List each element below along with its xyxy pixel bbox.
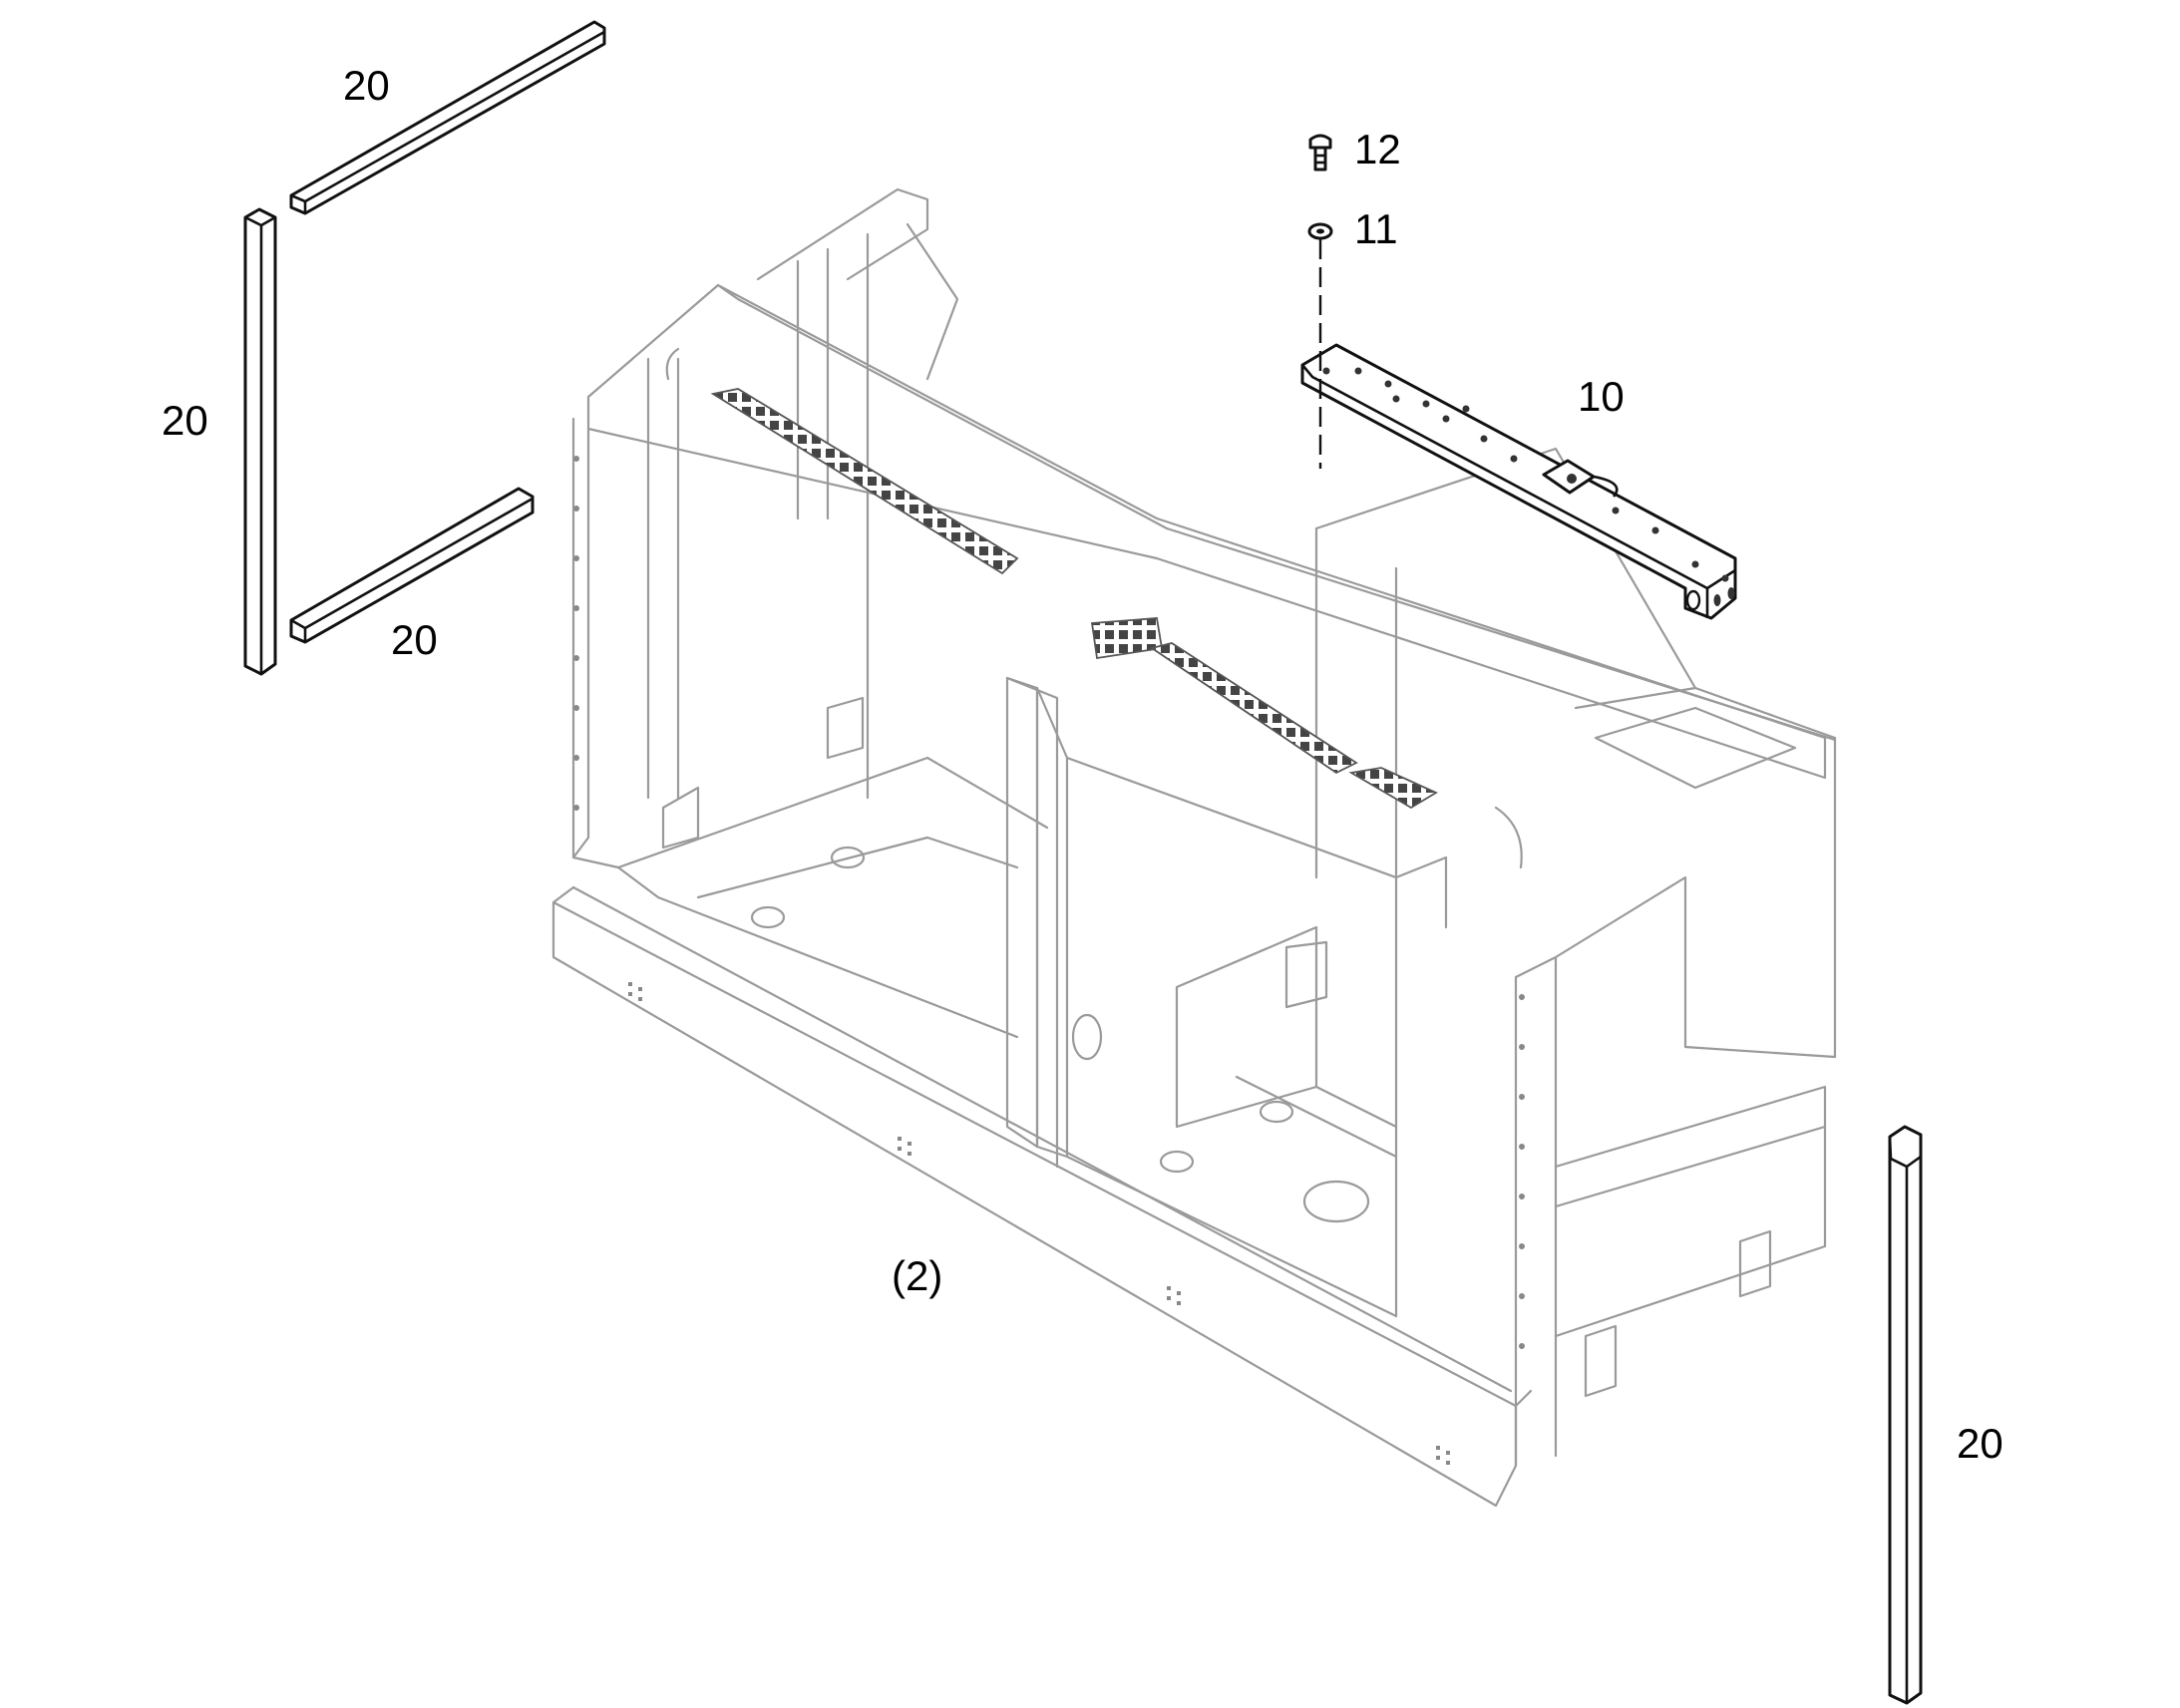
beam-holes [628, 982, 1450, 1465]
frame-assembly [551, 187, 1837, 1508]
label-strip-vertical-left: 20 [162, 397, 208, 444]
label-strip-bottom-left: 20 [391, 616, 438, 663]
bracket-10 [1300, 343, 1737, 620]
strip-20-right [1888, 1125, 1923, 1705]
label-strip-top-left: 20 [343, 62, 390, 109]
side-holes [573, 456, 1525, 1349]
strip-20-bottom-left [289, 487, 535, 644]
label-washer: 11 [1354, 205, 1398, 252]
label-strip-right: 20 [1957, 1420, 2003, 1467]
bracket-holes [1322, 367, 1735, 611]
bolt-12 [1308, 134, 1332, 171]
label-bolt: 12 [1354, 126, 1401, 172]
label-frame-assembly: (2) [892, 1252, 942, 1299]
washer-11 [1307, 222, 1333, 240]
label-bracket: 10 [1578, 373, 1625, 420]
strip-20-top-left [289, 20, 606, 215]
strip-20-vertical-left [243, 207, 277, 676]
